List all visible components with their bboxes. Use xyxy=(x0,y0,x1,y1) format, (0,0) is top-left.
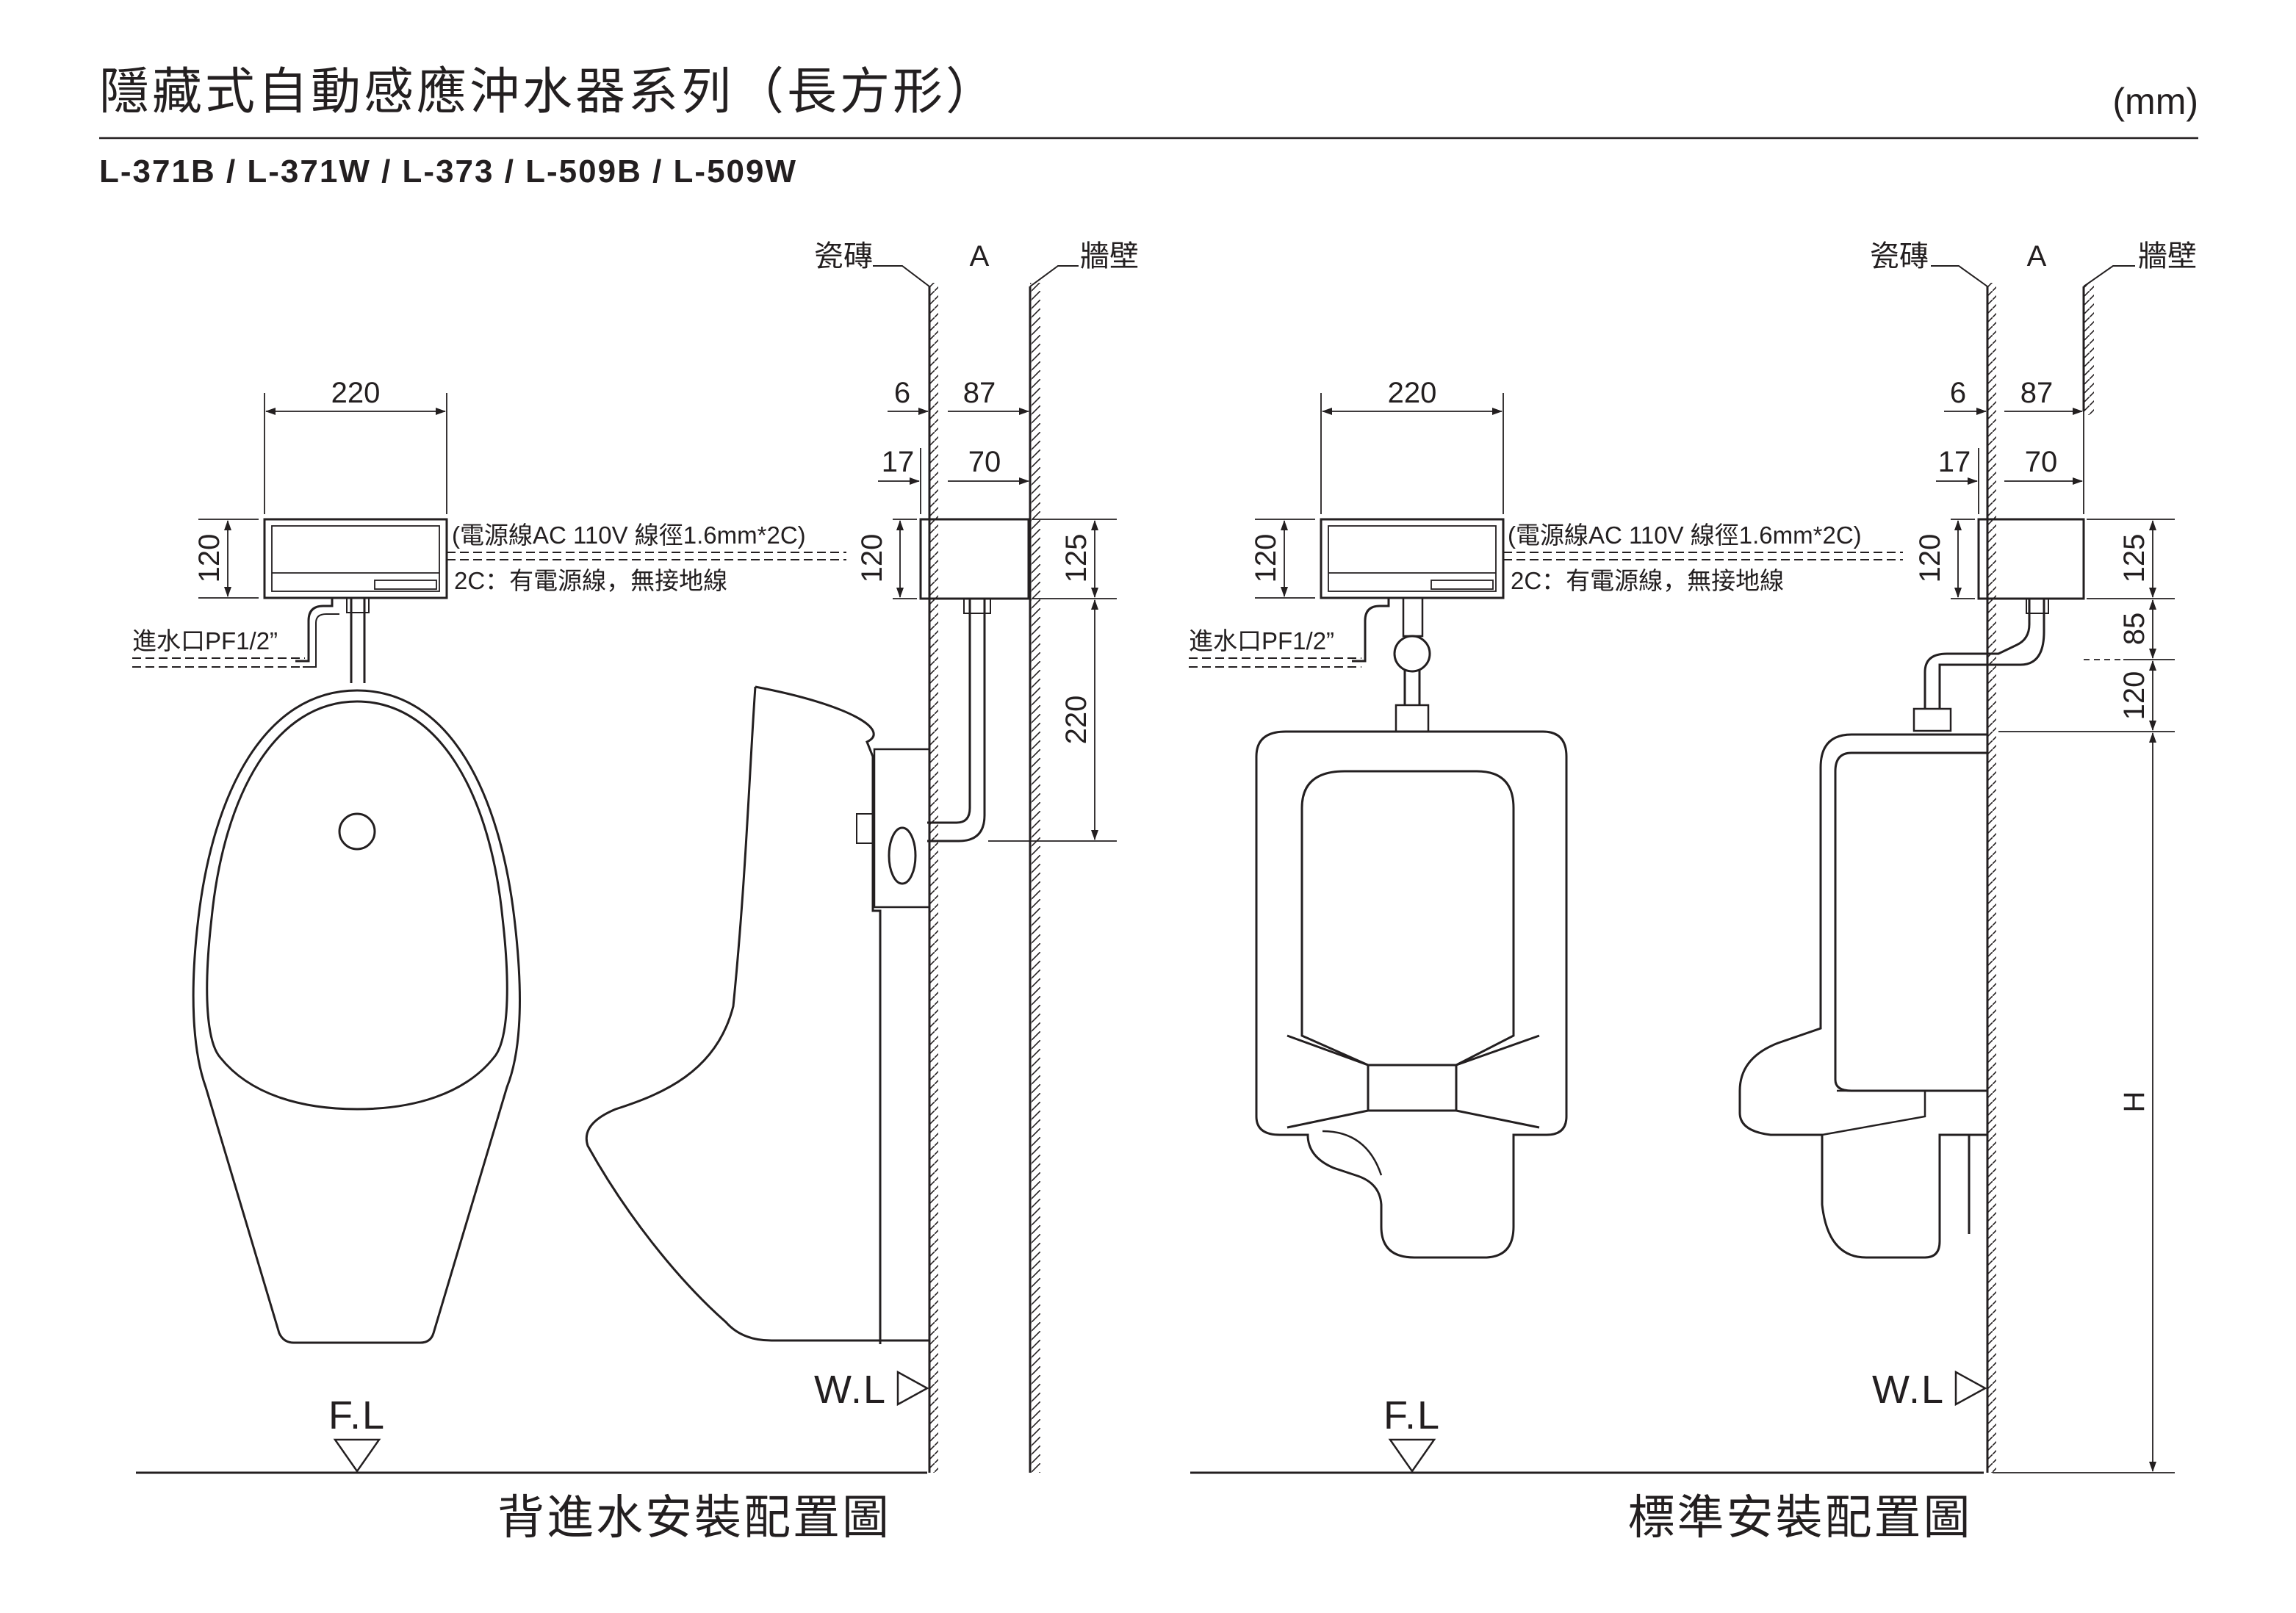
dim-box-depth: 70 xyxy=(968,446,1001,478)
urinal-side-body xyxy=(585,685,929,1344)
urinal-trap-shape xyxy=(1286,1034,1540,1129)
unit-label: (mm) xyxy=(2112,81,2198,122)
back-inlet-fitting xyxy=(856,813,874,844)
fl-marker xyxy=(333,1438,381,1473)
tile-hatch xyxy=(929,283,938,1473)
wall-leader xyxy=(1029,265,1079,287)
left-drawing: 瓷磚 A 牆壁 220 120 (電源線AC 110V 線徑1.6mm*2C) … xyxy=(132,240,1139,1544)
dim-box-width: 220 xyxy=(1388,377,1437,409)
tile-label: 瓷磚 xyxy=(1870,240,1929,273)
dim-h: H xyxy=(2118,1091,2151,1113)
sensor-box-front xyxy=(1320,518,1505,599)
page-title: 隱藏式自動感應沖水器系列（長方形） xyxy=(99,64,998,120)
wall-label: 牆壁 xyxy=(2138,240,2197,273)
dim-offset: 85 xyxy=(2118,613,2151,646)
vacuum-breaker xyxy=(1393,635,1431,673)
inlet-label: 進水口PF1/2” xyxy=(132,627,278,654)
spud xyxy=(1394,704,1430,733)
power-note: 2C：有電源線，無接地線 xyxy=(1511,567,1784,594)
power-line-label: (電源線AC 110V 線徑1.6mm*2C) xyxy=(452,522,806,549)
dim-depth: 87 xyxy=(2020,377,2054,409)
urinal-side-body xyxy=(1738,733,1987,1259)
sensor-panel xyxy=(271,525,440,592)
urinal-side-inner xyxy=(1834,751,1987,1092)
sensor-box-front xyxy=(263,518,448,599)
side-spud xyxy=(1912,707,1952,732)
wall-hanger xyxy=(873,748,931,909)
flex-hose-loop xyxy=(888,826,917,885)
fl-label: F.L xyxy=(328,1393,386,1437)
outlet-nut xyxy=(346,597,370,613)
urinal-bowl xyxy=(206,700,508,1111)
sensor-window xyxy=(374,580,437,590)
wl-label: W.L xyxy=(814,1368,887,1412)
wl-marker xyxy=(896,1370,929,1407)
wall-label: 牆壁 xyxy=(1080,240,1139,273)
dim-gap: 17 xyxy=(882,446,915,478)
power-line-label: (電源線AC 110V 線徑1.6mm*2C) xyxy=(1508,522,1862,549)
dim-depth: 87 xyxy=(963,377,996,409)
tile-leader xyxy=(873,265,930,287)
header: 隱藏式自動感應沖水器系列（長方形） (mm) L-371B / L-371W /… xyxy=(99,64,2198,190)
right-drawing: 瓷磚 A 牆壁 220 120 (電源線AC 110V 線徑1.6mm*2C) … xyxy=(1189,240,2197,1544)
wall-leader xyxy=(2083,265,2135,287)
tile-leader xyxy=(1931,265,1988,287)
side-nut xyxy=(963,598,991,614)
dim-side-box-height: 125 xyxy=(2118,534,2151,583)
wl-label: W.L xyxy=(1872,1368,1945,1412)
wl-marker xyxy=(1954,1370,1987,1407)
urinal-lip xyxy=(1821,1089,1926,1136)
dim-box-depth: 70 xyxy=(2025,446,2058,478)
dim-spud-height: 120 xyxy=(2118,671,2151,721)
tile-label: 瓷磚 xyxy=(814,240,873,273)
dim-box-width: 220 xyxy=(331,377,381,409)
dim-gap: 17 xyxy=(1938,446,1971,478)
dim-tile: 6 xyxy=(894,377,910,409)
side-nut xyxy=(2026,598,2049,614)
outlet-pipe xyxy=(350,598,366,683)
fl-label: F.L xyxy=(1383,1393,1441,1437)
dim-box-height: 120 xyxy=(193,534,226,583)
urinal-shadow xyxy=(1322,1130,1383,1176)
outlet-nut xyxy=(1402,596,1424,638)
sensor-panel xyxy=(1328,525,1497,592)
wall-hatch xyxy=(2084,283,2094,415)
wall-hatch xyxy=(1030,283,1040,1473)
fl-marker xyxy=(1388,1438,1436,1473)
spreader-hole xyxy=(338,812,376,851)
dim-pipe-drop: 220 xyxy=(1060,696,1093,745)
inlet-pipe-inner xyxy=(303,613,339,668)
dim-tile: 6 xyxy=(1950,377,1966,409)
a-label: A xyxy=(2027,240,2047,273)
urinal-bowl xyxy=(1300,770,1515,1067)
dim-box-height: 120 xyxy=(1250,534,1282,583)
urinal-front-body xyxy=(192,689,521,1344)
caption-right: 標準安裝配置圖 xyxy=(1628,1491,1973,1544)
inlet-label: 進水口PF1/2” xyxy=(1189,627,1334,654)
dim-side-box-height: 125 xyxy=(1060,534,1093,583)
inlet-pipe xyxy=(1352,598,1390,663)
side-supply-pipe xyxy=(927,599,986,842)
sensor-window xyxy=(1430,580,1494,590)
dim-side-height: 120 xyxy=(1914,534,1946,583)
caption-left: 背進水安裝配置圖 xyxy=(497,1491,891,1544)
power-note: 2C：有電源線，無接地線 xyxy=(454,567,727,594)
flush-pipe xyxy=(1403,670,1421,705)
tile-hatch xyxy=(1987,283,1996,1473)
dim-side-height: 120 xyxy=(856,534,888,583)
side-flush-pipe xyxy=(1923,599,2045,709)
model-list: L-371B / L-371W / L-373 / L-509B / L-509… xyxy=(99,154,797,190)
inlet-pipe xyxy=(295,598,334,663)
urinal-front-body xyxy=(1255,730,1568,1259)
a-label: A xyxy=(970,240,990,273)
